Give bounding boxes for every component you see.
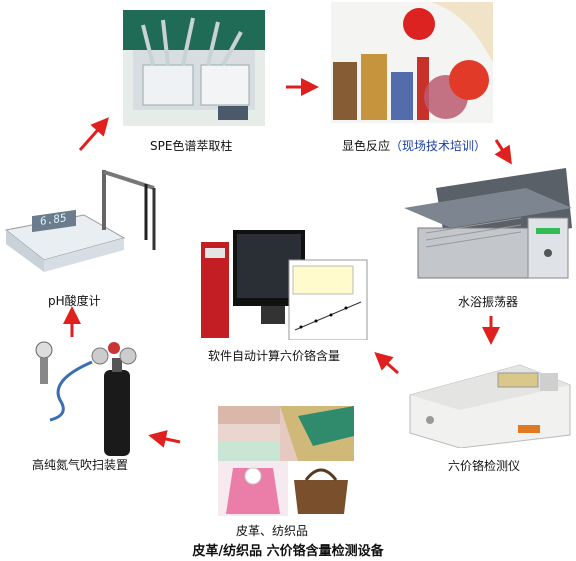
- leather-label: 皮革、纺织品: [236, 524, 309, 538]
- ph-meter-image: 6.85: [4, 170, 156, 272]
- nitrogen-purge-image: [35, 341, 137, 456]
- software-label: 软件自动计算六价铬含量: [208, 349, 341, 363]
- diagram-title: 皮革/纺织品 六价铬含量检测设备: [192, 544, 384, 559]
- water-bath-image: [404, 168, 572, 279]
- water-bath-label: 水浴振荡器: [458, 295, 519, 309]
- detector-label: 六价铬检测仪: [448, 459, 521, 473]
- color-reaction-label: 显色反应（现场技术培训）: [342, 137, 486, 154]
- arrow-ph-to-spe: [78, 117, 109, 151]
- arrow-leather-to-nitrogen: [148, 430, 181, 448]
- ph-meter-label: pH酸度计: [48, 294, 101, 308]
- arrow-detector-to-software: [374, 352, 399, 375]
- spe-label: SPE色谱萃取柱: [150, 139, 233, 153]
- detector-image: [409, 364, 571, 448]
- color-reaction-image: [331, 2, 493, 123]
- leather-textile-image: [218, 406, 354, 516]
- nitrogen-label: 高纯氮气吹扫装置: [32, 458, 129, 472]
- ph-display-text: 6.85: [40, 211, 66, 228]
- color-reaction-text: 显色反应: [342, 139, 391, 153]
- software-computer-image: [201, 230, 368, 340]
- color-reaction-note: （现场技术培训）: [390, 139, 487, 153]
- arrow-color-to-bath: [494, 139, 512, 165]
- spe-column-image: [123, 10, 265, 126]
